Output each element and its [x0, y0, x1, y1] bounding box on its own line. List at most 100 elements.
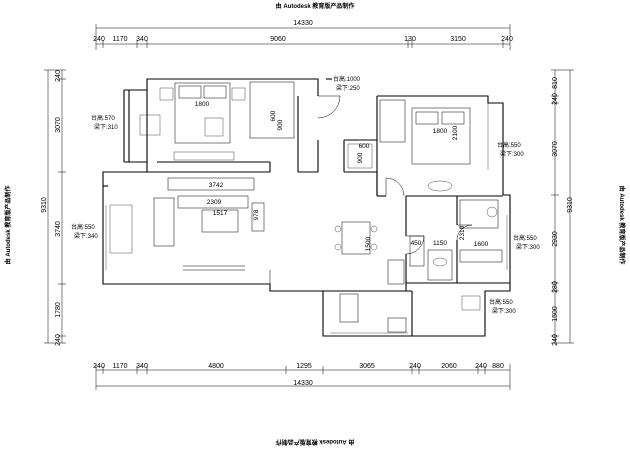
bottom-dim-3: 340 [136, 363, 148, 370]
bottom-dim-7: 240 [409, 363, 421, 370]
watermark-bottom: 由 Autodesk 教育版产品制作 [276, 438, 355, 446]
left-dim-3: 3740 [55, 221, 62, 237]
right-dimension-chain: 810 240 3070 2930 280 1500 240 9310 [551, 69, 574, 346]
master-chair [204, 117, 224, 137]
top-dim-4: 9060 [270, 36, 286, 43]
second-bed-size: 1800 [433, 128, 448, 135]
top-dim-3: 340 [136, 36, 148, 43]
dining-area: 1500 [334, 221, 405, 285]
bottom-dim-4: 4800 [208, 363, 224, 370]
right-dim-2: 240 [552, 93, 559, 105]
master-bed [174, 82, 231, 144]
study-cabinet-size: 1600 [474, 241, 489, 248]
coffee-table-size: 1517 [213, 210, 228, 217]
sill-note-living-below: 梁下:340 [74, 232, 98, 240]
left-dim-2: 3070 [55, 117, 62, 133]
master-bedroom: 1800 600 900 [139, 81, 295, 161]
master-nightstand-right [231, 87, 246, 101]
tv-cabinet [167, 177, 255, 191]
top-dim-6: 3150 [450, 36, 466, 43]
right-dim-6: 1500 [552, 306, 559, 322]
living-rug [109, 204, 133, 254]
tv-cabinet-size: 3742 [209, 182, 224, 189]
right-dim-1: 810 [552, 77, 559, 89]
dining-table-size: 1500 [365, 236, 372, 251]
master-rug [139, 114, 161, 136]
sill-note-study-below: 梁下:300 [516, 243, 540, 251]
watermark-right: 由 Autodesk 教育版产品制作 [618, 186, 626, 265]
study-room: 2310 1600 [459, 199, 503, 263]
top-dimension-chain: 14330 240 1170 340 9060 130 3150 240 [93, 20, 513, 50]
master-wardrobe-size-2: 900 [277, 119, 284, 130]
right-dim-7: 240 [552, 334, 559, 346]
coffee-table [201, 209, 239, 233]
second-bed-depth: 2100 [452, 125, 459, 140]
left-dim-4: 1780 [55, 302, 62, 318]
sill-note-master-top-below: 梁下:250 [336, 84, 360, 92]
master-wardrobe [249, 81, 295, 139]
bottom-dimension-chain: 240 1170 340 4800 1295 3065 240 2060 240… [93, 363, 511, 390]
bottom-dim-5: 1295 [296, 363, 312, 370]
sofa-left [153, 197, 175, 247]
sofa-size: 2309 [207, 199, 222, 206]
master-desk [173, 151, 235, 161]
second-wardrobe-size: 600 [359, 143, 370, 150]
sofa-side-size: 978 [253, 209, 260, 220]
sill-note-master-top-height: 台高:1000 [333, 75, 361, 83]
master-wardrobe-size: 600 [270, 110, 277, 121]
second-bedroom: 1800 2100 600 900 [347, 99, 471, 192]
kitchen-sink-size: 450 [411, 240, 422, 247]
bottom-dim-10: 880 [492, 363, 504, 370]
sofa-side [251, 202, 265, 232]
right-dim-4: 2930 [552, 231, 559, 247]
bottom-dim-6: 3065 [359, 363, 375, 370]
bottom-dim-8: 2060 [441, 363, 457, 370]
bath-toilet [387, 317, 407, 333]
second-bedroom-tv [427, 180, 453, 192]
right-dim-3: 3070 [552, 141, 559, 157]
left-dim-1: 240 [55, 70, 62, 82]
sill-note-second-height: 台高:550 [497, 141, 521, 149]
kitchen-counter [427, 249, 453, 281]
bottom-dim-1: 240 [93, 363, 105, 370]
top-dim-5: 130 [404, 36, 416, 43]
kitchen-bath: 450 1150 [339, 235, 481, 333]
left-total-dim: 9310 [41, 197, 48, 213]
kitchen-counter-size: 1150 [433, 240, 447, 247]
study-desk [459, 199, 499, 229]
sill-note-second-below: 梁下:300 [500, 150, 524, 158]
bottom-dim-9: 240 [475, 363, 487, 370]
sill-note-study-height: 台高:550 [513, 234, 537, 242]
master-bed-size: 1800 [195, 101, 210, 108]
bath-vanity [339, 293, 359, 323]
sill-note-master-left-below: 梁下:310 [94, 123, 118, 131]
sill-note-master-left-height: 台高:570 [91, 114, 115, 122]
windows [102, 103, 511, 337]
balcony-fixture [461, 295, 481, 311]
second-wardrobe [379, 99, 406, 143]
top-dim-2: 1170 [112, 36, 127, 43]
walls [102, 78, 511, 337]
sofa-back [177, 195, 249, 209]
top-total-dim: 14330 [293, 20, 313, 27]
right-total-dim: 9310 [567, 197, 574, 213]
master-nightstand-left [159, 87, 174, 101]
sill-note-kitchen-height: 台高:550 [489, 298, 513, 306]
second-cabinet [347, 143, 373, 169]
living-room: 3742 2309 1517 978 [109, 177, 265, 271]
study-cabinet [459, 249, 503, 263]
second-bed [411, 107, 471, 165]
top-dim-7: 240 [501, 36, 513, 43]
second-wardrobe-size-2: 900 [357, 152, 364, 163]
left-dimension-chain: 9310 240 3070 3740 1780 240 [41, 69, 66, 346]
sill-note-living-height: 台高:550 [71, 223, 95, 231]
bottom-total-dim: 14330 [293, 380, 313, 387]
doors [269, 95, 473, 284]
sill-note-kitchen-below: 梁下:300 [492, 307, 516, 315]
bottom-dim-2: 1170 [112, 363, 127, 370]
left-dim-5: 240 [55, 334, 62, 346]
dining-table [341, 221, 371, 255]
dining-cabinet [387, 259, 405, 285]
top-dim-1: 240 [93, 36, 105, 43]
